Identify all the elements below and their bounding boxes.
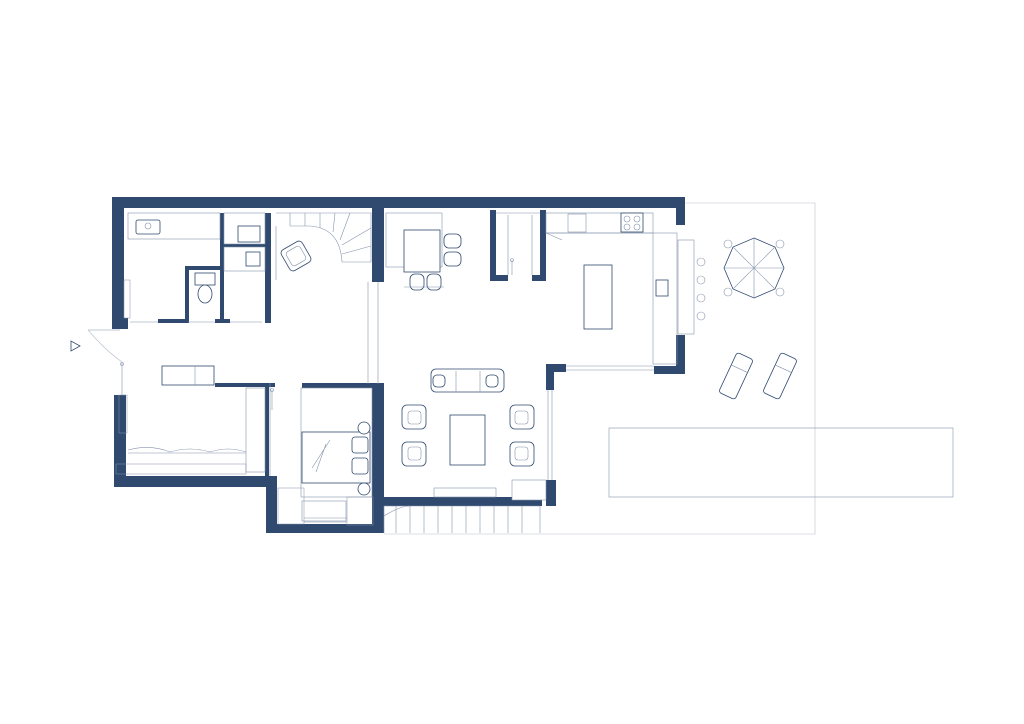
sun-lounger [763, 352, 797, 400]
armchair [401, 404, 427, 430]
pillow [351, 457, 369, 475]
entrance [70, 329, 123, 395]
living-room [401, 368, 547, 501]
terrace-furniture [696, 237, 797, 400]
armchair [401, 441, 427, 467]
dining [385, 212, 462, 291]
dining-table [403, 229, 441, 273]
terrace-outline [384, 202, 816, 535]
bathroom-area [127, 212, 266, 323]
walls [112, 197, 685, 533]
armchair [509, 441, 535, 467]
coffee-table [449, 414, 486, 466]
console [161, 365, 215, 386]
window-hatching [115, 279, 374, 526]
staircase-upper [275, 212, 372, 280]
entrance-marker-icon [70, 340, 81, 352]
pool [608, 427, 954, 498]
bedroom [300, 387, 373, 522]
armchair-stairs [280, 240, 312, 272]
hall [120, 362, 274, 476]
bedside-table [357, 421, 371, 435]
sun-lounger [719, 352, 753, 400]
parasol-table [723, 237, 785, 299]
bedside-table [357, 482, 371, 496]
glazing [304, 239, 695, 523]
staircase-lower [383, 487, 541, 533]
toilet [194, 272, 216, 286]
washbasin [237, 225, 261, 243]
sofa [430, 368, 505, 393]
pillow [351, 436, 369, 454]
armchair [509, 404, 535, 430]
bed [301, 431, 371, 484]
kitchen-island [583, 264, 613, 330]
sink [135, 219, 161, 235]
cooktop [620, 212, 644, 233]
kitchen [496, 212, 678, 365]
